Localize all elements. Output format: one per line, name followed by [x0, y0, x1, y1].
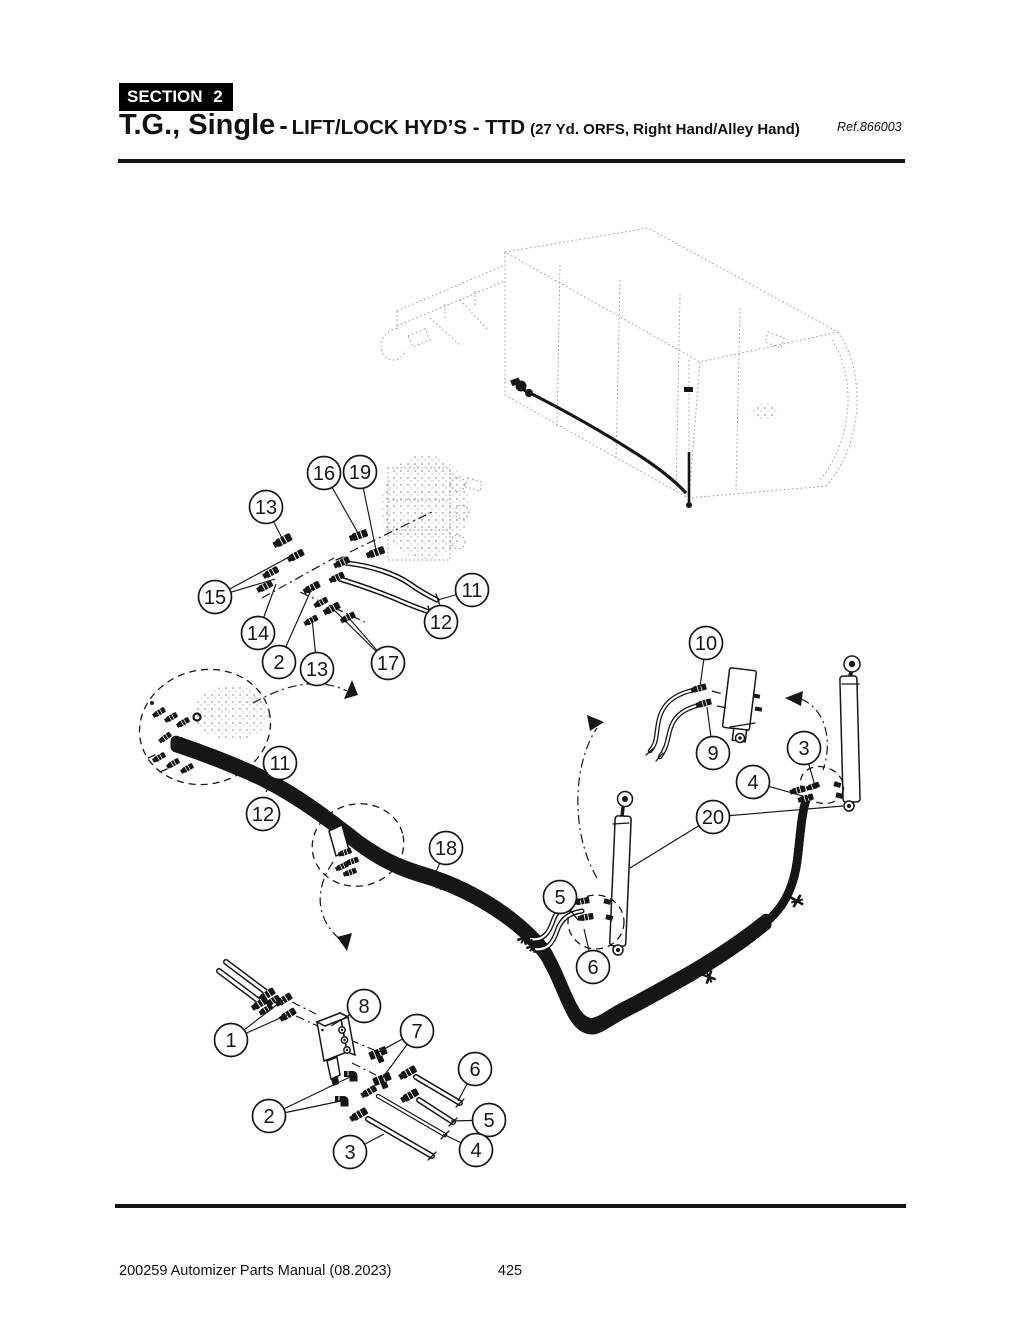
callout-number-9: 9: [707, 743, 718, 765]
callout-bubble-12: [423, 604, 459, 640]
detail-arrow-right: [587, 715, 604, 731]
callout-number-6: 6: [587, 957, 598, 979]
detail-arrow-left: [785, 691, 803, 706]
callout-number-16: 16: [313, 463, 335, 485]
callout-bubble-20: [695, 799, 731, 835]
callout-bubble-17: [370, 645, 406, 681]
header-rule: [118, 159, 905, 163]
callout-bubble-13: [248, 489, 284, 525]
callout-bubble-12: [245, 796, 281, 832]
callout-bubble-15: [197, 579, 233, 615]
callout-bubble-5: [542, 879, 578, 915]
callout-number-3: 3: [344, 1142, 355, 1164]
callout-number-4: 4: [747, 772, 758, 794]
detail-arrow-up: [344, 680, 358, 699]
fitting-detail-upper: [255, 511, 441, 628]
callout-number-10: 10: [695, 633, 717, 655]
valve-block-8: [315, 1011, 356, 1086]
callout-bubble-11: [262, 745, 298, 781]
callout-bubble-1: [213, 1022, 249, 1058]
callout-bubble-11: [454, 572, 490, 608]
callout-number-13: 13: [255, 497, 277, 519]
callout-bubble-16: [306, 455, 342, 491]
callout-bubble-3: [786, 730, 822, 766]
callout-number-4: 4: [470, 1140, 481, 1162]
ghost-valve-block: [381, 455, 483, 561]
callout-bubble-7: [399, 1013, 435, 1049]
callout-bubble-10: [688, 625, 724, 661]
callout-number-13: 13: [306, 659, 328, 681]
callout-number-5: 5: [483, 1110, 494, 1132]
callout-number-8: 8: [358, 996, 369, 1018]
callout-number-11: 11: [270, 753, 291, 775]
callout-number-2: 2: [263, 1106, 274, 1128]
valve-exploded-detail: [216, 959, 465, 1161]
title-detail: (27 Yd. ORFS, Right Hand/Alley Hand): [530, 121, 800, 138]
callout-bubble-3: [332, 1134, 368, 1170]
title-sub: LIFT/LOCK HYD’S - TTD: [291, 116, 526, 139]
callout-number-7: 7: [411, 1021, 422, 1043]
reference-number: Ref.866003: [837, 120, 902, 134]
page-title: T.G., Single-LIFT/LOCK HYD’S - TTD(27 Yd…: [119, 109, 800, 142]
callout-bubble-6: [575, 949, 611, 985]
section-badge: SECTION 2: [119, 83, 233, 111]
reference-guides: [252, 680, 845, 951]
footer-rule: [115, 1204, 906, 1208]
callout-number-19: 19: [349, 462, 371, 484]
callout-bubble-8: [346, 988, 382, 1024]
callout-bubble-13: [299, 651, 335, 687]
callout-bubble-2: [251, 1098, 287, 1134]
callout-bubble-9: [695, 735, 731, 771]
callout-bubble-4: [735, 764, 771, 800]
callout-number-18: 18: [435, 838, 457, 860]
hose-origin-detail: [138, 668, 272, 786]
lift-cylinder-right: [788, 655, 861, 812]
callout-number-12: 12: [430, 612, 452, 634]
callout-leader-20: [712, 805, 844, 818]
callout-number-1: 1: [225, 1030, 236, 1052]
callout-bubble-6: [457, 1051, 493, 1087]
callout-number-11: 11: [462, 580, 483, 602]
callout-bubble-4: [458, 1132, 494, 1168]
callout-number-20: 20: [702, 807, 724, 829]
callout-number-3: 3: [798, 738, 809, 760]
footer-manual-text: 200259 Automizer Parts Manual (08.2023): [119, 1263, 392, 1279]
callout-number-2: 2: [273, 652, 284, 674]
callout-number-5: 5: [554, 887, 565, 909]
callout-number-15: 15: [204, 587, 226, 609]
lock-cylinder-detail: [645, 667, 763, 762]
callout-bubble-5: [471, 1102, 507, 1138]
callout-number-12: 12: [252, 804, 274, 826]
title-separator: -: [279, 112, 288, 140]
title-main: T.G., Single: [119, 109, 276, 141]
ghost-truck-body: [380, 227, 858, 508]
callout-bubble-2: [261, 644, 297, 680]
callout-number-6: 6: [469, 1059, 480, 1081]
footer-page-number: 425: [497, 1263, 523, 1279]
inline-manifold-detail: [311, 803, 405, 887]
callout-bubble-18: [428, 830, 464, 866]
detail-arrow-down: [337, 933, 352, 951]
lift-cylinder-left: [603, 790, 634, 956]
callout-bubble-19: [342, 454, 378, 490]
callout-number-14: 14: [247, 623, 269, 645]
callout-bubble-14: [240, 615, 276, 651]
callout-number-17: 17: [377, 653, 399, 675]
